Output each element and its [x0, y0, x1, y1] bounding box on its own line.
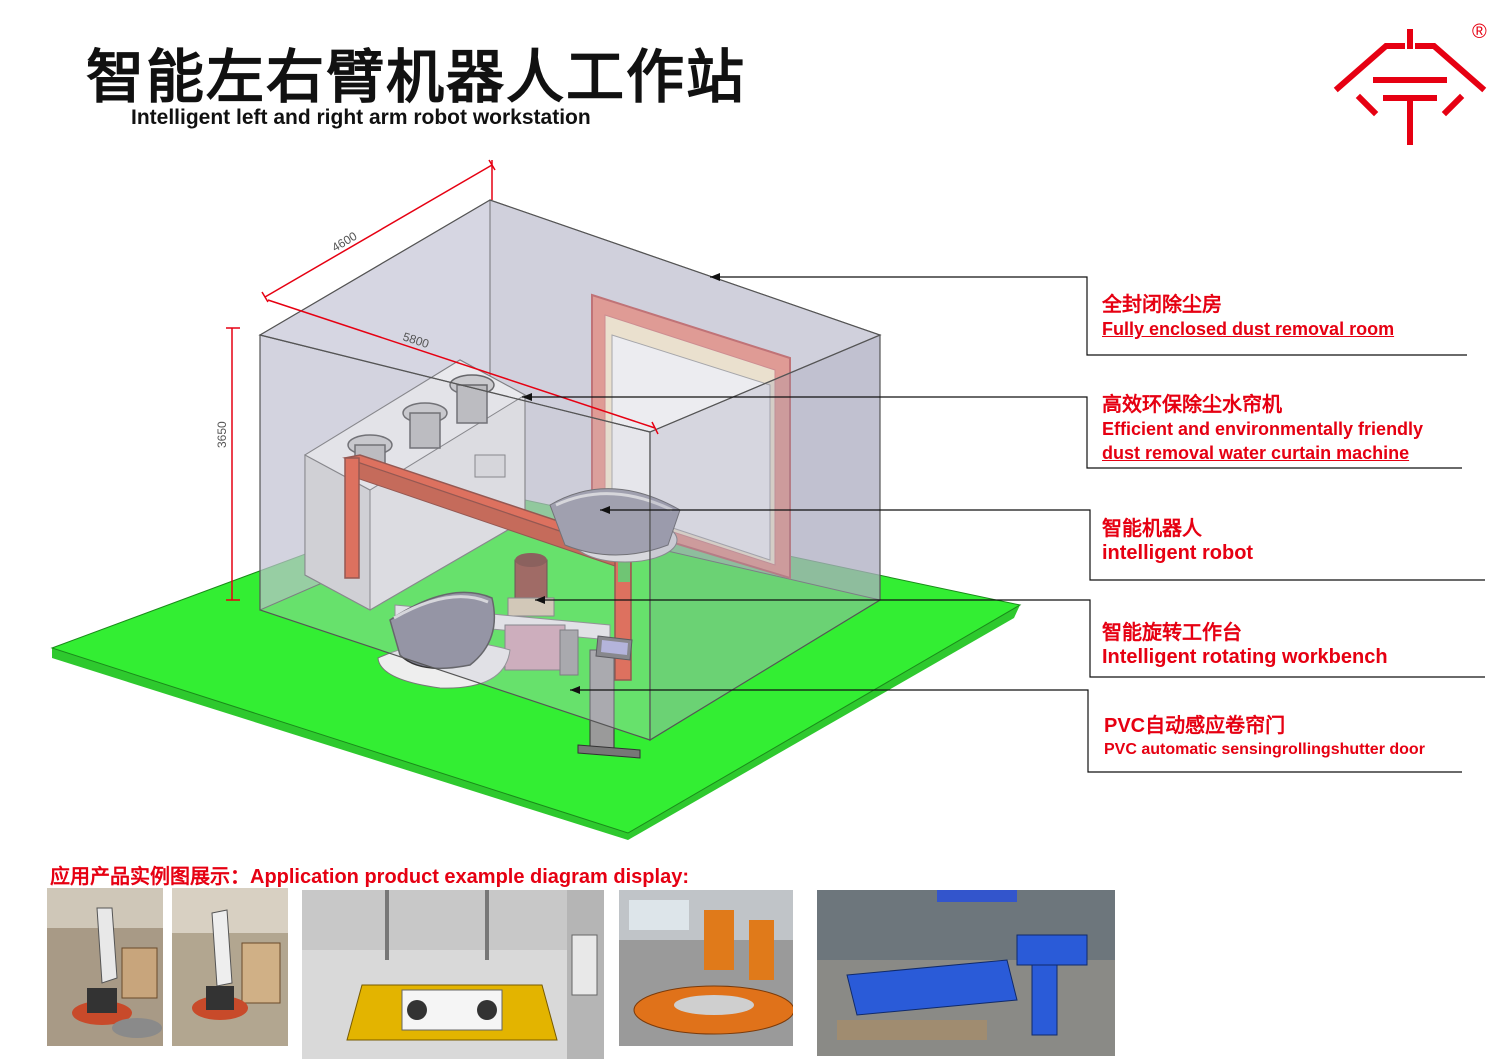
- callout-en: dust removal water curtain machine: [1102, 443, 1410, 463]
- callout-water-curtain: 高效环保除尘水帘机 Efficient and environmentally …: [1102, 393, 1423, 465]
- dust-room-front: [258, 199, 882, 742]
- callout-robot: 智能机器人 intelligent robot: [1102, 517, 1253, 565]
- page-title: 智能左右臂机器人工作站: [86, 43, 747, 111]
- callout-cn: 高效环保除尘水帘机: [1102, 394, 1282, 416]
- spray-booth-photo: [302, 890, 604, 1059]
- callout-en: Efficient and environmentally friendly: [1102, 419, 1424, 439]
- leader-arrowheads: [522, 273, 720, 694]
- company-logo: ®: [1330, 18, 1490, 148]
- dimension-lines: [226, 159, 659, 601]
- workstation-diagram: 4600 5800 3650: [50, 159, 1485, 840]
- applications-title: 应用产品实例图展示：Application product example di…: [50, 866, 689, 888]
- callout-en: Intelligent rotating workbench: [1102, 646, 1388, 668]
- bathtub-back: [549, 488, 681, 563]
- callout-cn: PVC自动感应卷帘门: [1104, 715, 1286, 737]
- robot-chair-photo-1: [47, 888, 163, 1046]
- bathtub-front: [377, 591, 511, 689]
- robot-chair-photo-2: [172, 888, 288, 1046]
- callout-en: Fully enclosed dust removal room: [1102, 319, 1395, 339]
- trademark-symbol: ®: [1472, 21, 1487, 43]
- control-console: [577, 635, 641, 759]
- callout-cn: 智能旋转工作台: [1102, 622, 1242, 644]
- callout-en: intelligent robot: [1102, 542, 1254, 564]
- logo-icon: ®: [1333, 21, 1487, 145]
- page-subtitle: Intelligent left and right arm robot wor…: [131, 106, 591, 129]
- callout-shutter-door: PVC自动感应卷帘门 PVC automatic sensingrollings…: [1104, 714, 1425, 762]
- dimension-height: 3650: [215, 421, 229, 448]
- blue-robot-workshop-photo: [817, 890, 1115, 1056]
- intelligent-robot: [507, 553, 555, 617]
- callout-workbench: 智能旋转工作台 Intelligent rotating workbench: [1102, 621, 1388, 669]
- leader-lines: [522, 276, 1485, 773]
- callout-en: PVC automatic sensingrollingshutter door: [1104, 741, 1425, 758]
- callout-cn: 全封闭除尘房: [1102, 294, 1222, 316]
- callout-dust-room: 全封闭除尘房 Fully enclosed dust removal room: [1102, 293, 1394, 341]
- orange-turntable-photo: [619, 890, 793, 1046]
- callout-cn: 智能机器人: [1102, 518, 1202, 540]
